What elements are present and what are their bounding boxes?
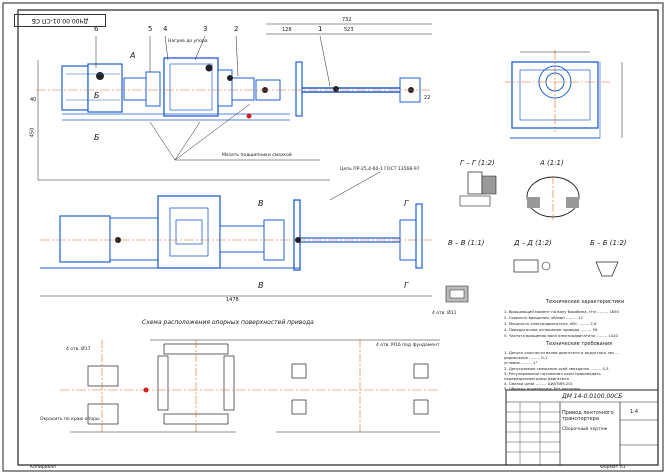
dim-450: 450 (29, 127, 36, 138)
sheet-stamp: ДЧ00 00.01-СП СБ (14, 14, 106, 27)
view-letter-b1: Б (94, 91, 100, 100)
title-block-grid (505, 389, 659, 466)
req-line: 5. Обкатку производить без нагрузки (504, 386, 580, 392)
plan-view (36, 23, 432, 181)
view-letter-v2: В (258, 281, 264, 290)
req-line: 2. Допускаемое смещение осей звездочек .… (504, 365, 609, 371)
dim-40: 40 (30, 97, 37, 103)
dim-732: 732 (342, 17, 352, 23)
req-line: 4. Смазка цепи ......... ЦИАТИМ-201 (504, 381, 574, 387)
dim-holes: 4 отв. Ø11 (432, 311, 457, 316)
section-vv-title: В – В (1:1) (448, 239, 485, 247)
callout-5: 5 (148, 25, 153, 33)
req-list: 1. Допуск соосности валов двигателя и ре… (504, 350, 619, 392)
note-holes-17: 4 отв. Ø17 (66, 347, 91, 352)
req-line: 3. Регулирование натяжения цепи производ… (504, 370, 601, 376)
callout-1: 1 (318, 25, 323, 33)
drawing-scale: 1:4 (630, 409, 639, 415)
footer-left: Копировал (30, 465, 56, 470)
footer-right: Формат A1 (600, 465, 626, 470)
req-title: Технические требования (546, 341, 613, 347)
tech-line: 5. Частота вращения вала электродвигател… (504, 333, 618, 338)
tech-line: 3. Мощность электродвигателя, кВт ......… (504, 321, 597, 326)
req-line: перемещением рамы двигателя (504, 376, 569, 382)
drawing-sub: Сборочный чертеж (562, 427, 608, 432)
section-gg-title: Г – Г (1:2) (460, 159, 495, 167)
scheme-title: Схема расположения опорных поверхностей … (142, 319, 314, 326)
dim-1478: 1478 (226, 297, 239, 303)
view-letter-b2: Б (94, 133, 100, 142)
note-grease: Мазать подшипники смазкой (222, 153, 292, 158)
note-holes-m16: 4 отв. М16 под фундамент (376, 343, 440, 348)
dim-523: 523 (344, 27, 354, 33)
section-a-title: А (1:1) (540, 159, 564, 167)
drawing-code: ДМ 14-0.0100.00СБ (562, 393, 623, 400)
inner-frame (17, 9, 659, 466)
view-letter-g2: Г (404, 281, 409, 290)
sections (445, 171, 619, 303)
support-scheme (60, 339, 440, 433)
view-letter-g1: Г (404, 199, 409, 208)
dim-22: 22 (424, 95, 431, 101)
tech-list: 1. Вращающий момент на валу барабана, Н·… (504, 309, 619, 339)
req-line: радиальное ......... 0,1 (504, 355, 548, 361)
callout-4: 4 (163, 25, 168, 33)
tech-line: 4. Передаточное отношение привода ......… (504, 327, 598, 332)
section-bb-title: Б – Б (1:2) (590, 239, 627, 247)
tech-line: 1. Вращающий момент на валу барабана, Н·… (504, 309, 619, 314)
tech-title: Технические характеристики (546, 299, 625, 305)
note-paint: Окрасить по краю опоры (40, 417, 100, 422)
side-view (505, 50, 623, 139)
req-line: угловое ......... 1° (504, 360, 538, 366)
view-letter-a: А (130, 51, 136, 60)
req-line: 1. Допуск соосности валов двигателя и ре… (504, 350, 619, 355)
callout-3: 3 (203, 25, 208, 33)
drawing-name: Привод ленточного транспортера (562, 410, 614, 422)
front-view (40, 171, 432, 297)
tech-line: 2. Скорость вращения, об/мин ......... 1… (504, 315, 583, 320)
section-dd-title: Д – Д (1:2) (514, 239, 552, 247)
chain-note: Цепь ПР-25,4-60-1 ГОСТ 13568-97 (340, 167, 420, 172)
callout-6: 6 (94, 25, 99, 33)
callout-2: 2 (234, 25, 239, 33)
view-letter-v1: В (258, 199, 264, 208)
dim-128: 128 (282, 27, 292, 33)
note-heat: Нагрев до упора (168, 39, 208, 44)
